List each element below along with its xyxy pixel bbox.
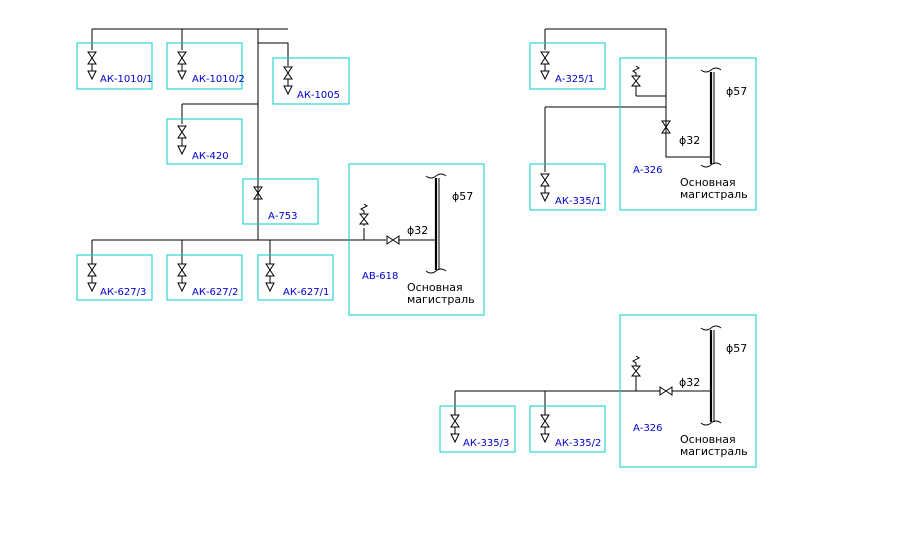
label-ak-335-3: АК-335/3: [463, 438, 509, 449]
box-ak-627-3[interactable]: [76, 254, 153, 301]
label-a-326-top: А-326: [633, 165, 663, 176]
label-a-326-bottom: А-326: [633, 423, 663, 434]
top-right-pipe: [544, 28, 710, 172]
drain-triangle-icon: [450, 433, 460, 443]
main-line-label-2: магистраль: [680, 188, 748, 201]
main-line-label-1: Основная: [407, 281, 463, 294]
box-ak-420[interactable]: [166, 118, 243, 165]
drain-triangle-icon: [87, 70, 97, 80]
label-ak-1010-1: АК-1010/1: [100, 74, 153, 85]
top-right-group: А-325/1 АК-335/1 А-326 ϕ57 ϕ32 Основная …: [529, 28, 757, 211]
label-ak-420: АК-420: [192, 151, 229, 162]
label-a-325-1: А-325/1: [555, 74, 594, 85]
bottom-right-group: АК-335/3 АК-335/2 А-326 ϕ57 ϕ32 Основная…: [439, 314, 757, 468]
valve-icon[interactable]: [283, 66, 293, 80]
valve-icon[interactable]: [177, 263, 187, 277]
label-ak-1005: АК-1005: [297, 90, 340, 101]
drain-triangle-icon: [177, 145, 187, 155]
label-a-753: А-753: [268, 211, 298, 222]
drain-triangle-icon: [540, 433, 550, 443]
diameter-main-label: ϕ57: [726, 85, 747, 98]
valve-icon[interactable]: [87, 263, 97, 277]
drain-triangle-icon: [177, 282, 187, 292]
label-av-618: АВ-618: [362, 271, 398, 282]
left-bottom-header-pipe: [91, 228, 436, 264]
box-a-325-1[interactable]: [529, 42, 606, 90]
box-av-618[interactable]: [348, 163, 485, 316]
label-ak-627-3: АК-627/3: [100, 287, 146, 298]
left-group: АК-1010/1 АК-1010/2 АК-1005 АК-420 А-753…: [76, 28, 485, 316]
bottom-right-pipe: [454, 378, 710, 415]
label-ak-335-1: АК-335/1: [555, 196, 601, 207]
diameter-branch-label: ϕ32: [407, 224, 428, 237]
drain-triangle-icon: [177, 70, 187, 80]
box-ak-1005[interactable]: [272, 57, 350, 105]
drain-triangle-icon: [265, 282, 275, 292]
box-ak-335-3[interactable]: [439, 405, 516, 453]
valve-icon[interactable]: [87, 51, 97, 65]
drain-triangle-icon: [540, 192, 550, 202]
valve-icon[interactable]: [659, 386, 673, 396]
box-a-326-top[interactable]: [619, 57, 757, 211]
diameter-main-label: ϕ57: [452, 190, 473, 203]
main-line-label-1: Основная: [680, 433, 736, 446]
valve-icon[interactable]: [265, 263, 275, 277]
diameter-branch-label: ϕ32: [679, 134, 700, 147]
valve-icon[interactable]: [540, 173, 550, 187]
box-ak-335-1[interactable]: [529, 163, 606, 211]
label-ak-627-1: АК-627/1: [283, 287, 329, 298]
drain-triangle-icon: [87, 282, 97, 292]
diameter-main-label: ϕ57: [726, 342, 747, 355]
label-ak-627-2: АК-627/2: [192, 287, 238, 298]
main-line-label-1: Основная: [680, 176, 736, 189]
box-a-753[interactable]: [242, 178, 319, 225]
main-line-label-2: магистраль: [407, 293, 475, 306]
left-top-header-pipe: [91, 28, 289, 240]
box-ak-335-2[interactable]: [529, 405, 606, 453]
relief-valve-icon[interactable]: [631, 65, 641, 89]
box-a-326-bottom[interactable]: [619, 314, 757, 468]
box-ak-627-1[interactable]: [257, 254, 334, 301]
main-line-label-2: магистраль: [680, 445, 748, 458]
box-ak-627-2[interactable]: [166, 254, 243, 301]
relief-valve-icon[interactable]: [631, 355, 641, 379]
valve-icon[interactable]: [177, 51, 187, 65]
valve-icon[interactable]: [540, 414, 550, 428]
label-ak-335-2: АК-335/2: [555, 438, 601, 449]
valve-icon[interactable]: [177, 125, 187, 139]
diameter-branch-label: ϕ32: [679, 376, 700, 389]
drain-triangle-icon: [283, 85, 293, 95]
relief-valve-icon[interactable]: [359, 203, 369, 227]
box-ak-1010-2[interactable]: [166, 42, 243, 90]
valve-icon[interactable]: [386, 235, 400, 245]
drain-triangle-icon: [540, 70, 550, 80]
valve-icon[interactable]: [450, 414, 460, 428]
valve-icon[interactable]: [540, 51, 550, 65]
box-ak-1010-1[interactable]: [76, 42, 153, 90]
label-ak-1010-2: АК-1010/2: [192, 74, 245, 85]
